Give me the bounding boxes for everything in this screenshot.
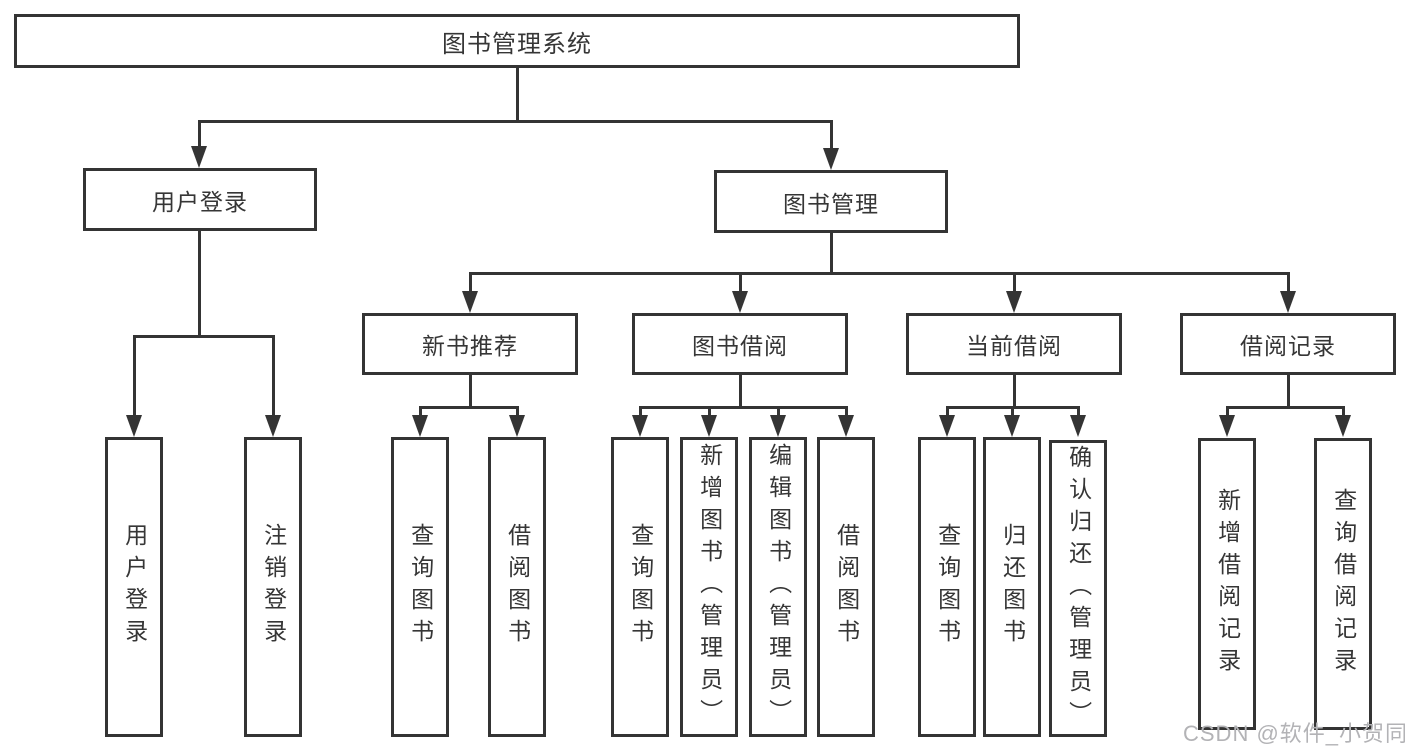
leaf-label: 注销登录 [260, 523, 287, 651]
leaf-label: 借阅图书 [833, 523, 860, 651]
leaf-label: 查询借阅记录 [1330, 488, 1357, 680]
connector-level3-bar [469, 272, 1290, 275]
arrow-down-icon [126, 415, 142, 437]
leaf-confirm-return-admin: 确认归还（管理员） [1049, 440, 1107, 737]
arrow-down-icon [823, 148, 839, 170]
connector-book-mgmt-shaft [830, 120, 833, 154]
arrow-down-icon [509, 415, 525, 437]
leaf-label: 查询图书 [934, 523, 961, 651]
node-label: 当前借阅 [966, 333, 1062, 359]
connector-group-drop [739, 375, 742, 406]
leaf-return-books: 归还图书 [983, 437, 1041, 737]
leaf-label: 新增借阅记录 [1214, 488, 1241, 680]
arrow-down-icon [1070, 415, 1086, 437]
arrow-down-icon [1280, 291, 1296, 313]
node-label: 借阅记录 [1240, 333, 1336, 359]
connector-leaf-shaft [708, 406, 711, 420]
leaf-label: 用户登录 [121, 523, 148, 651]
node-new-book-recommend: 新书推荐 [362, 313, 578, 375]
leaf-add-borrow-record: 新增借阅记录 [1198, 438, 1256, 730]
node-label: 图书借阅 [692, 333, 788, 359]
leaf-query-books-recommend: 查询图书 [391, 437, 449, 737]
connector-group-bar [1226, 406, 1344, 409]
connector-level3-shaft [1013, 272, 1016, 294]
leaf-label: 新增图书（管理员） [696, 443, 723, 731]
arrow-down-icon [265, 415, 281, 437]
connector-group-drop [469, 375, 472, 406]
connector-leaf-shaft [419, 406, 422, 420]
arrow-down-icon [632, 415, 648, 437]
arrow-down-icon [701, 415, 717, 437]
leaf-user-login: 用户登录 [105, 437, 163, 737]
node-user-login: 用户登录 [83, 168, 317, 231]
connector-leaf-shaft [133, 335, 136, 419]
connector-group-bar [419, 406, 519, 409]
leaf-label: 确认归还（管理员） [1065, 444, 1092, 733]
connector-leaf-shaft [1342, 406, 1345, 420]
node-book-management: 图书管理 [714, 170, 948, 233]
connector-book-mgmt-drop [830, 232, 833, 273]
leaf-borrow-books-borrowing: 借阅图书 [817, 437, 875, 737]
arrow-down-icon [939, 415, 955, 437]
node-library-management-system: 图书管理系统 [14, 14, 1020, 68]
connector-user-login-drop [198, 230, 201, 335]
leaf-label: 借阅图书 [504, 523, 531, 651]
node-label: 新书推荐 [422, 333, 518, 359]
node-label: 用户登录 [152, 188, 248, 215]
connector-leaf-shaft [845, 406, 848, 420]
node-label: 图书管理 [783, 190, 879, 217]
arrow-down-icon [732, 291, 748, 313]
arrow-down-icon [191, 146, 207, 168]
connector-leaf-shaft [516, 406, 519, 420]
connector-level3-shaft [469, 272, 472, 294]
arrow-down-icon [1004, 415, 1020, 437]
connector-leaf-shaft [1011, 406, 1014, 420]
connector-leaf-shaft [639, 406, 642, 420]
leaf-edit-books-admin: 编辑图书（管理员） [749, 437, 807, 737]
connector-group-drop [1013, 375, 1016, 406]
connector-leaf-shaft [946, 406, 949, 420]
arrow-down-icon [838, 415, 854, 437]
arrow-down-icon [1335, 415, 1351, 437]
leaf-label: 查询图书 [407, 523, 434, 651]
leaf-label: 归还图书 [999, 523, 1026, 651]
connector-user-login-shaft [198, 120, 201, 152]
connector-leaf-shaft [1226, 406, 1229, 420]
leaf-label: 查询图书 [627, 523, 654, 651]
arrow-down-icon [1006, 291, 1022, 313]
connector-group-drop [1287, 375, 1290, 406]
connector-leaf-shaft [777, 406, 780, 420]
watermark-text: CSDN @软件_小贺同学 [1183, 721, 1405, 746]
leaf-add-books-admin: 新增图书（管理员） [680, 437, 738, 737]
connector-user-login-bar [133, 335, 274, 338]
arrow-down-icon [412, 415, 428, 437]
leaf-query-books-current: 查询图书 [918, 437, 976, 737]
connector-root-drop [516, 67, 519, 121]
leaf-label: 编辑图书（管理员） [765, 443, 792, 731]
connector-leaf-shaft [1077, 406, 1080, 420]
connector-leaf-shaft [272, 335, 275, 419]
arrow-down-icon [462, 291, 478, 313]
connector-level3-shaft [1287, 272, 1290, 294]
connector-group-bar [639, 406, 848, 409]
arrow-down-icon [1219, 415, 1235, 437]
node-book-borrowing: 图书借阅 [632, 313, 848, 375]
leaf-query-borrow-record: 查询借阅记录 [1314, 438, 1372, 730]
node-borrowing-records: 借阅记录 [1180, 313, 1396, 375]
connector-level2-bar [198, 120, 833, 123]
arrow-down-icon [770, 415, 786, 437]
node-current-borrowing: 当前借阅 [906, 313, 1122, 375]
leaf-query-books-borrowing: 查询图书 [611, 437, 669, 737]
connector-level3-shaft [739, 272, 742, 294]
leaf-logout: 注销登录 [244, 437, 302, 737]
leaf-borrow-books-recommend: 借阅图书 [488, 437, 546, 737]
node-label: 图书管理系统 [442, 30, 592, 58]
